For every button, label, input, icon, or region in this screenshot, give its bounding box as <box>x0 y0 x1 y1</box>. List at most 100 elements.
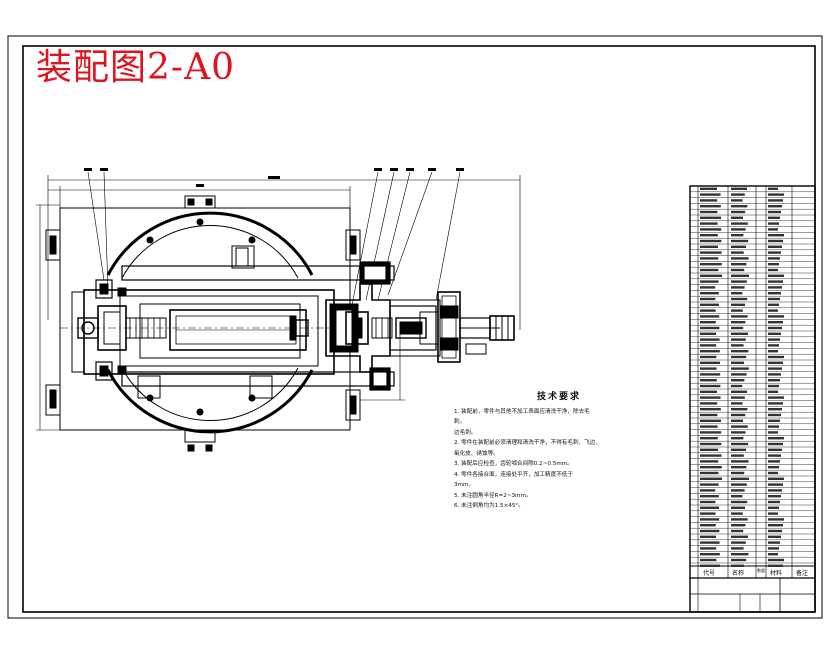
table-cell-text <box>768 263 779 266</box>
table-cell-text <box>700 466 722 469</box>
table-cell-text <box>700 193 721 196</box>
table-cell-text <box>700 384 721 388</box>
table-cell-text <box>700 454 722 457</box>
table-cell-text <box>700 234 718 237</box>
table-cell-text <box>768 315 784 318</box>
table-cell-text <box>768 332 781 335</box>
table-cell-text <box>731 547 744 550</box>
table-cell-text <box>700 355 717 359</box>
table-cell-text <box>731 396 745 399</box>
table-cell-text <box>768 466 779 469</box>
table-cell-text <box>768 396 784 399</box>
table-cell-text <box>768 210 781 214</box>
table-cell-text <box>768 425 779 428</box>
table-cell-text <box>768 431 778 434</box>
table-cell-text <box>700 245 718 248</box>
circular-housing <box>106 211 314 434</box>
table-cell-text <box>731 332 748 335</box>
table-cell-text <box>768 408 782 411</box>
table-cell-text <box>768 187 778 190</box>
table-cell-text <box>731 303 745 306</box>
tie-rods <box>121 261 395 391</box>
table-cell-text <box>768 326 782 330</box>
table-cell-text <box>768 245 782 248</box>
table-cell-text <box>700 286 716 289</box>
table-cell-text <box>768 390 778 393</box>
table-cell-text <box>768 193 784 196</box>
table-cell-text <box>768 564 783 567</box>
table-cell-text <box>768 321 783 324</box>
table-cell-text <box>700 280 719 283</box>
table-cell-text <box>731 297 748 301</box>
table-cell-text <box>700 425 718 428</box>
table-cell-text <box>768 506 779 509</box>
table-cell-text <box>731 529 744 533</box>
table-cell-text <box>731 460 749 463</box>
table-cell-text <box>768 437 784 440</box>
table-cell-text <box>700 413 718 417</box>
note-line: 1. 装配前，零件与其他不加工表面应清洗干净，除去毛 <box>454 408 590 415</box>
table-cell-text <box>700 431 722 434</box>
table-cell-text <box>731 506 745 509</box>
valve-assembly <box>419 291 515 363</box>
table-cell-text <box>700 263 722 266</box>
table-cell-text <box>768 471 778 475</box>
table-cell-text <box>731 199 743 202</box>
table-cell-text <box>731 384 743 388</box>
table-cell-text <box>768 251 781 254</box>
table-cell-text <box>731 425 748 428</box>
table-cell-text <box>731 489 745 492</box>
table-cell-text <box>700 460 719 463</box>
table-cell-text <box>768 524 783 527</box>
table-cell-text <box>768 402 783 405</box>
table-cell-text <box>700 350 720 353</box>
table-cell-text <box>768 338 780 341</box>
note-line: 刺。 <box>454 419 466 425</box>
table-cell-text <box>700 495 719 498</box>
table-cell-text <box>768 500 780 504</box>
table-cell-text <box>700 442 722 446</box>
table-cell-text <box>731 466 747 469</box>
table-cell-text <box>768 367 782 370</box>
note-line: 3mm。 <box>454 482 475 488</box>
table-cell-text <box>768 274 784 277</box>
table-cell-text <box>768 529 782 533</box>
note-line: 氧化皮、锈蚀等。 <box>454 450 499 457</box>
table-cell-text <box>768 483 783 486</box>
table-cell-text <box>731 268 745 272</box>
table-cell-text <box>768 379 780 382</box>
table-cell-text <box>768 489 782 492</box>
table-cell-text <box>768 199 783 202</box>
table-cell-text <box>731 280 747 283</box>
table-cell-text <box>700 448 718 451</box>
cylinder-body <box>71 279 335 381</box>
table-cell-text <box>731 390 747 393</box>
table-cell-text <box>700 303 719 306</box>
table-cell-text <box>731 437 744 440</box>
table-cell-text <box>768 234 784 237</box>
col-label-qty: 数量 <box>757 568 765 573</box>
table-cell-text <box>768 419 780 422</box>
table-cell-text <box>700 402 718 405</box>
parts-list-table <box>689 185 816 613</box>
table-cell-text <box>768 547 779 550</box>
table-cell-text <box>731 187 747 190</box>
table-cell-text <box>700 396 721 399</box>
table-cell-text <box>700 222 718 225</box>
table-cell-text <box>731 448 746 451</box>
table-cell-text <box>700 408 721 411</box>
table-cell-text <box>700 344 717 347</box>
table-cell-text <box>768 239 783 243</box>
col-label-remark: 备注 <box>796 570 809 577</box>
technical-notes-heading: 技术要求 <box>536 392 581 402</box>
table-cell-text <box>700 512 716 515</box>
outer-border <box>7 35 823 619</box>
table-cell-text <box>731 245 746 248</box>
table-cell-text <box>768 350 778 353</box>
table-cell-text <box>731 239 749 243</box>
table-cell-text <box>700 529 720 533</box>
col-label-name: 名称 <box>732 570 745 577</box>
table-cell-text <box>731 263 747 266</box>
table-cell-text <box>700 321 716 324</box>
table-cell-text <box>700 274 722 277</box>
